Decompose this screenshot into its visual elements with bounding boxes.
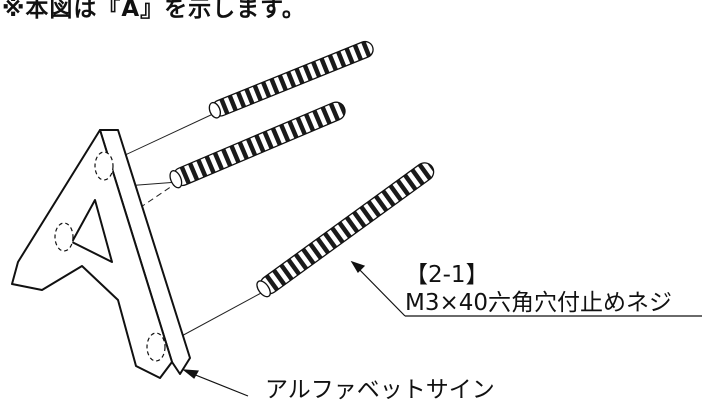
- screw-leader: [350, 260, 702, 317]
- sign-leader: [182, 369, 249, 397]
- figure-note: ※本図は『A』を示します。: [2, 0, 306, 22]
- set-screw-bottom: [256, 162, 435, 298]
- set-screw-top: [208, 40, 374, 119]
- alphabet-sign-a: [11, 129, 191, 379]
- sign-name-label: アルファベットサイン: [265, 377, 495, 403]
- part-name-label: M3×40六角穴付止めネジ: [405, 290, 673, 316]
- part-number-label: 【2-1】: [405, 262, 489, 288]
- set-screw-middle: [169, 101, 346, 189]
